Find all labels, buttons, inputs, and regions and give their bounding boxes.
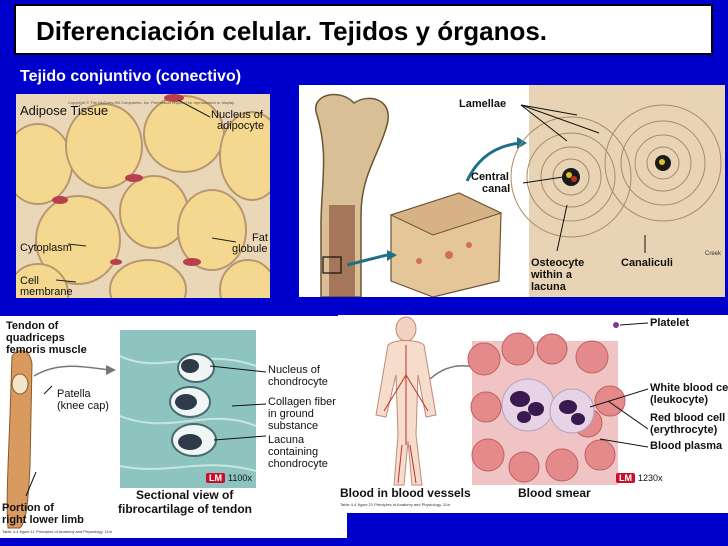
label-portion-2: right lower limb [2, 514, 84, 526]
caption-blood-vessels: Blood in blood vessels [340, 486, 471, 500]
label-tendon-1: Tendon of [6, 320, 59, 332]
label-plasma: Blood plasma [650, 440, 723, 452]
bone-panel: Lamellae Central canal Osteocyte within … [299, 85, 725, 297]
label-fat-1: Fat [252, 232, 268, 244]
credit-note: Creek [705, 251, 722, 257]
adipose-illustration [16, 94, 270, 298]
bone-illustration [314, 85, 725, 297]
copyright-note: Copyright © The McGraw-Hill Companies, I… [68, 100, 235, 105]
label-lacuna-2: containing [268, 446, 319, 458]
label-lacuna-3: chondrocyte [268, 458, 328, 470]
cartilage-panel: Tendon of quadriceps femoris muscle Pate… [0, 316, 347, 538]
source-blood: Table 4-4 figure 21 Principles of Anatom… [340, 502, 451, 507]
title-box: Diferenciación celular. Tejidos y órgano… [14, 4, 713, 55]
label-lamellae: Lamellae [459, 98, 507, 110]
label-central-2: canal [482, 183, 511, 195]
adipose-panel: Adipose Tissue Copyright © The McGraw-Hi… [16, 94, 270, 298]
label-chondrocyte-nucleus-2: chondrocyte [268, 376, 328, 388]
slide-subtitle: Tejido conjuntivo (conectivo) [20, 68, 242, 85]
label-platelet: Platelet [650, 317, 690, 329]
label-central-1: Central [471, 171, 509, 183]
lm-badge-cartilage: LM [206, 473, 225, 483]
label-wbc-1: White blood cell [650, 382, 728, 394]
label-lacuna-1: Lacuna [268, 434, 305, 446]
label-membrane-1: Cell [20, 275, 39, 287]
lm-badge-blood: LM [616, 473, 635, 483]
source-cartilage: Table 4-4 figure 11 Principles of Anatom… [2, 529, 113, 534]
label-osteocyte-3: lacuna [531, 281, 566, 293]
label-patella-2: (knee cap) [57, 400, 109, 412]
blood-illustration [375, 316, 649, 486]
label-adipocyte-nucleus-1: Nucleus of [211, 109, 263, 121]
label-patella-1: Patella [57, 388, 91, 400]
label-wbc-2: (leukocyte) [650, 394, 709, 406]
label-rbc-1: Red blood cell [650, 412, 726, 424]
blood-panel: Platelet White blood cell (leukocyte) Re… [338, 315, 728, 513]
label-collagen-3: substance [268, 420, 319, 432]
label-membrane-2: membrane [20, 286, 73, 298]
label-tendon-3: femoris muscle [6, 344, 87, 356]
label-canaliculi: Canaliculi [621, 257, 673, 269]
label-portion-1: Portion of [2, 502, 54, 514]
label-chondrocyte-nucleus-1: Nucleus of [268, 364, 320, 376]
label-osteocyte-2: within a [531, 269, 572, 281]
label-tendon-2: quadriceps [6, 332, 65, 344]
label-collagen-1: Collagen fiber [268, 396, 336, 408]
label-osteocyte-1: Osteocyte [531, 257, 585, 269]
cartilage-illustration [6, 330, 267, 529]
magnification-blood: 1230x [638, 473, 663, 483]
caption-cartilage-1: Sectional view of [136, 488, 234, 502]
label-rbc-2: (erythrocyte) [650, 424, 718, 436]
label-collagen-2: in ground [268, 408, 314, 420]
magnification-cartilage: 1100x [228, 473, 252, 483]
label-fat-2: globule [232, 243, 268, 255]
adipose-heading: Adipose Tissue [20, 103, 109, 118]
label-adipocyte-nucleus-2: adipocyte [217, 120, 265, 132]
label-cytoplasm: Cytoplasm [20, 242, 72, 254]
slide-title: Diferenciación celular. Tejidos y órgano… [36, 16, 548, 46]
caption-cartilage-2: fibrocartilage of tendon [118, 502, 253, 516]
caption-blood-smear: Blood smear [518, 486, 591, 500]
